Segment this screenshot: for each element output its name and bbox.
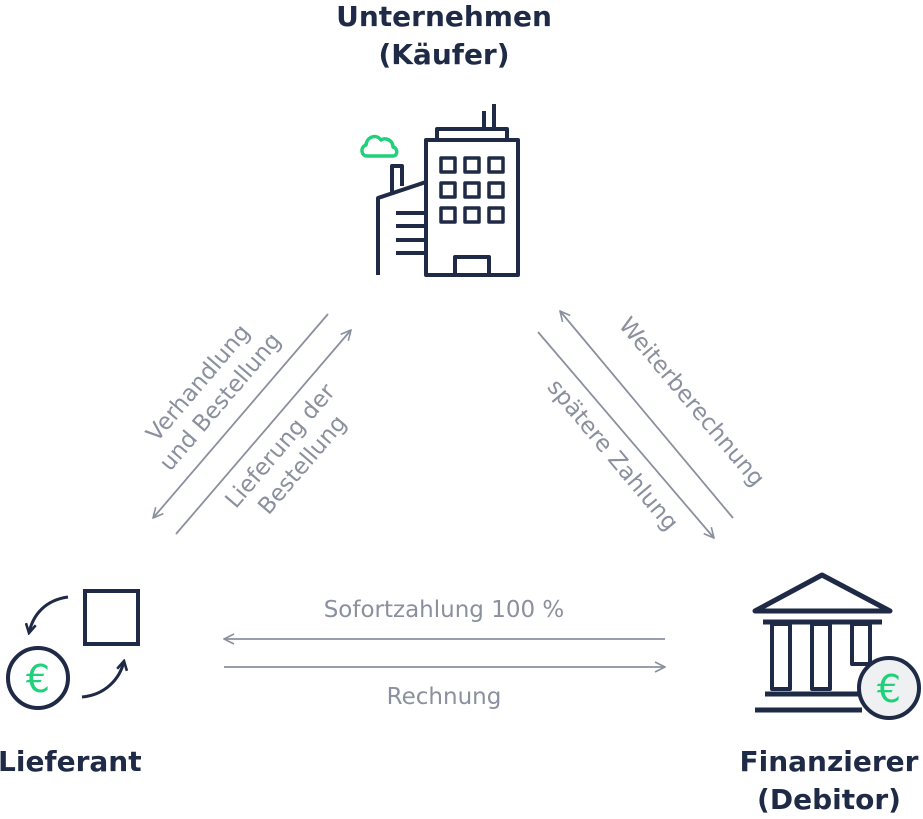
- goods-box-icon: [83, 589, 140, 646]
- invoice-label-text: Rechnung: [386, 684, 502, 710]
- order-arrow: [153, 313, 329, 518]
- supplier-title-label: Lieferant: [0, 745, 142, 778]
- svg-text:€: €: [26, 657, 50, 701]
- office-building-icon: [360, 104, 520, 277]
- cycle-arrow-icon: [81, 661, 124, 699]
- instant-payment-label: Sofortzahlung 100 %: [284, 596, 604, 625]
- later-payment-arrow: [537, 331, 714, 538]
- euro-coin-icon: €: [6, 646, 70, 710]
- cloud-icon: [360, 134, 399, 158]
- buyer-title-line2: (Käufer): [378, 38, 510, 71]
- cycle-arrow-icon: [29, 595, 69, 633]
- buyer-title: Unternehmen (Käufer): [332, 0, 556, 74]
- bank-icon: €: [752, 572, 921, 720]
- invoice-label: Rechnung: [344, 683, 544, 712]
- financier-title-line1: Finanzierer: [739, 745, 919, 778]
- svg-text:€: €: [877, 667, 901, 711]
- euro-coin-icon: €: [857, 656, 921, 720]
- instant-payment-label-text: Sofortzahlung 100 %: [323, 597, 565, 623]
- financier-title: Finanzierer (Debitor): [738, 743, 920, 819]
- goods-exchange-icon: €: [6, 589, 140, 710]
- recharge-arrow: [560, 311, 734, 519]
- financier-title-line2: (Debitor): [757, 783, 901, 816]
- buyer-title-line1: Unternehmen: [336, 0, 552, 33]
- delivery-arrow: [175, 330, 351, 535]
- supplier-title: Lieferant: [0, 743, 142, 781]
